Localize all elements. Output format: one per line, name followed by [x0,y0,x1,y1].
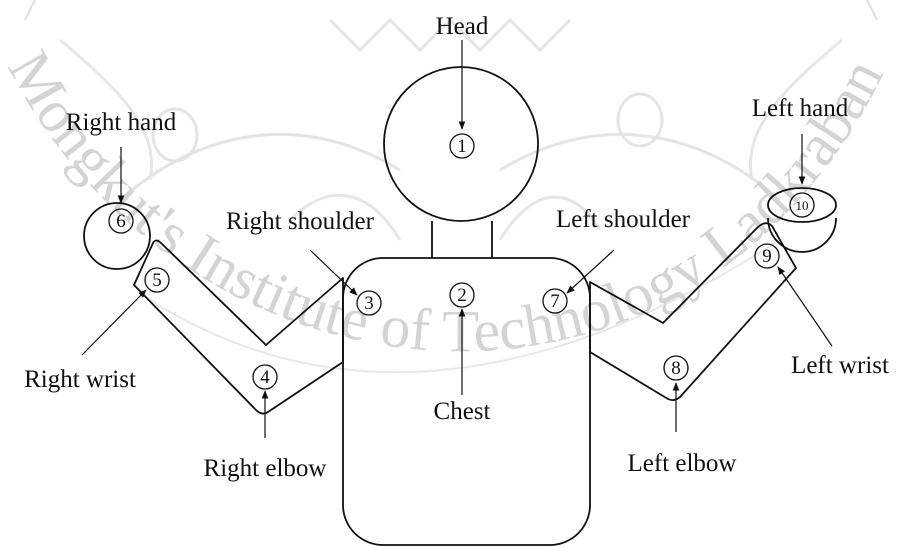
label-left-wrist: Left wrist [791,352,889,379]
joint-number-8: 8 [671,358,681,379]
joint-number-2: 2 [457,285,467,306]
label-right-elbow: Right elbow [204,455,327,482]
joint-number-1: 1 [457,136,467,157]
label-chest: Chest [434,398,491,425]
joint-number-10: 10 [796,198,809,213]
neck-shape [432,221,492,258]
label-right-hand: Right hand [66,109,177,136]
watermark-text: Mongkut's Institute of Technology Ladkra… [0,0,896,364]
label-left-elbow: Left elbow [628,450,737,477]
joint-number-9: 9 [762,246,772,267]
label-head: Head [436,13,489,40]
joint-number-3: 3 [364,293,374,314]
arrow-left-wrist [778,267,832,346]
joint-number-5: 5 [152,270,162,291]
arrow-right-wrist [82,290,146,355]
joint-number-4: 4 [260,367,270,388]
joint-number-7: 7 [550,291,560,312]
joint-number-6: 6 [116,211,126,232]
label-left-shoulder: Left shoulder [556,206,691,233]
label-left-hand: Left hand [752,95,849,122]
label-right-wrist: Right wrist [24,366,136,393]
label-right-shoulder: Right shoulder [226,208,375,235]
